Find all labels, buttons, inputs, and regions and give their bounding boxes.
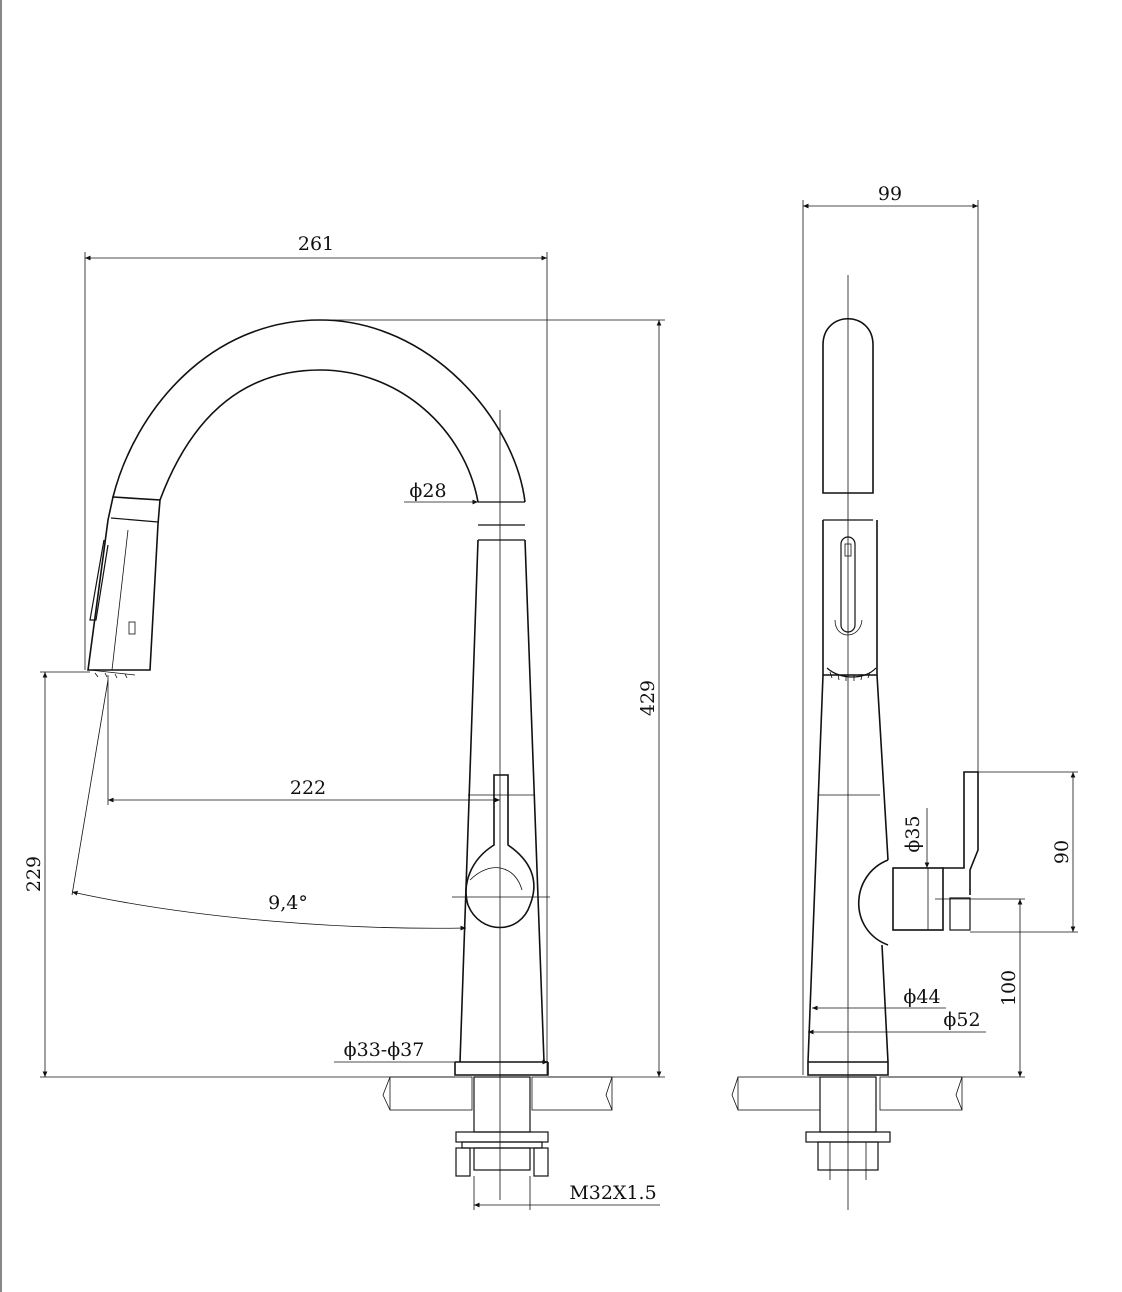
front-shank (455, 1076, 549, 1210)
dim-handle-diameter: ϕ35 (902, 808, 930, 868)
spray-head (87, 496, 161, 679)
dim-90-label: 90 (1051, 840, 1073, 864)
handle-lever (452, 774, 550, 929)
side-handle (857, 771, 979, 946)
side-view: 99 90 100 ϕ35 ϕ44 ϕ52 (731, 183, 1078, 1210)
dim-tube-diameter: ϕ28 (404, 480, 478, 505)
side-spray-head (822, 520, 878, 681)
tube-collar (478, 501, 525, 541)
dim-99: 99 (802, 183, 979, 1075)
dim-229: 229 (23, 671, 455, 1078)
dim-thread-label: M32X1.5 (569, 1182, 656, 1204)
dim-100: 100 (888, 898, 1025, 1078)
side-shank (805, 1076, 891, 1180)
dim-angle-label: 9,4° (268, 892, 308, 914)
dim-tube-diameter-label: ϕ28 (409, 480, 446, 502)
dim-261: 261 (84, 233, 548, 1075)
dim-base-inner: ϕ44 (812, 986, 946, 1011)
dim-261-label: 261 (298, 233, 334, 255)
dim-222: 222 (107, 675, 500, 805)
dim-handle-diameter-label: ϕ35 (902, 815, 924, 852)
faucet-body (454, 539, 549, 1076)
dim-base-outer-label: ϕ52 (943, 1009, 980, 1031)
dim-222-label: 222 (290, 777, 326, 799)
dim-base-inner-label: ϕ44 (903, 986, 940, 1008)
dim-99-label: 99 (878, 183, 902, 205)
dim-90: 90 (970, 771, 1078, 933)
dim-angle: 9,4° (71, 679, 467, 931)
side-spout (822, 318, 874, 494)
spout-inner (159, 369, 479, 503)
front-countertop (382, 1076, 613, 1111)
dim-429-label: 429 (637, 680, 659, 716)
dim-229-label: 229 (23, 856, 45, 892)
dim-base-outer: ϕ52 (808, 1009, 986, 1035)
spout-outer (112, 319, 526, 503)
dim-hole-diameter: ϕ33-ϕ37 (334, 1039, 548, 1065)
front-view: 261 429 222 229 9,4° (23, 233, 665, 1210)
dim-429: 429 (320, 319, 665, 1078)
side-body (807, 674, 889, 1076)
dim-100-label: 100 (998, 970, 1020, 1006)
dim-thread: M32X1.5 (474, 1182, 660, 1208)
side-countertop (731, 1076, 963, 1111)
dim-hole-diameter-label: ϕ33-ϕ37 (344, 1039, 425, 1061)
